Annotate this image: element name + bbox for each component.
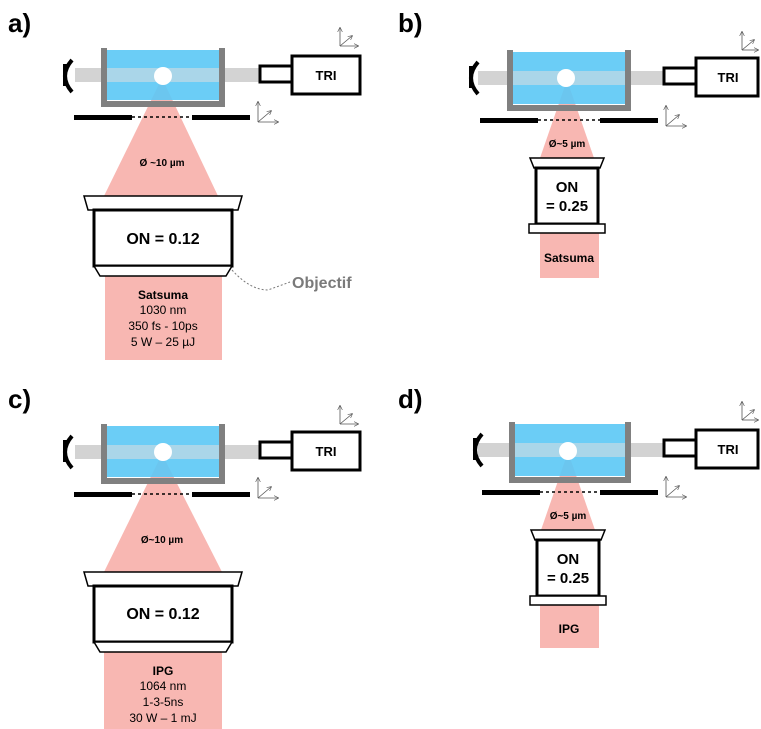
laser-name: IPG (559, 622, 580, 636)
panel-a: a) TRI Ø ~10 µm (8, 8, 362, 360)
camera-lens (662, 66, 698, 86)
stage-right (600, 490, 658, 495)
laser-name: Satsuma (544, 251, 594, 265)
camera-body (694, 56, 760, 98)
spot-size-label: Ø~5 µm (549, 139, 586, 150)
axes-icon (340, 28, 358, 46)
laser-beam (105, 274, 222, 360)
mirror-mount (63, 440, 67, 462)
objective-na-label: ON = 0.12 (126, 606, 199, 623)
panel-c: c) TRI Ø~10 µm ON = 0.12 IPG 1064 (8, 384, 362, 729)
camera-lens (258, 440, 294, 460)
mirror-mount (469, 66, 473, 88)
laser-spec-pulse: 1-3-5ns (143, 695, 184, 709)
objective-body (92, 584, 234, 644)
bubble-icon (154, 443, 172, 461)
laser-name: IPG (153, 664, 174, 678)
objective-na-label-line-1: ON (556, 179, 579, 196)
axes-icon (258, 102, 278, 122)
panel-label: b) (398, 8, 423, 38)
objective-top-flange (83, 571, 243, 587)
panel-label: c) (8, 384, 31, 414)
mirror-mount (473, 438, 477, 460)
water-tank (101, 424, 225, 484)
laser-spec-power: 5 W – 25 µJ (131, 335, 195, 349)
stage-left (480, 118, 538, 123)
objective-top-flange (528, 157, 606, 169)
spot-size-label: Ø~5 µm (550, 511, 587, 522)
water-tank (101, 48, 225, 107)
camera-lens (258, 64, 294, 84)
stage-right (600, 118, 658, 123)
laser-beam (104, 650, 222, 729)
objective-bottom-flange (528, 223, 606, 234)
objective-na-label-line-2: = 0.25 (547, 570, 589, 587)
mirror-mount (63, 64, 67, 86)
objective-bottom-flange (529, 595, 607, 606)
water-tank (507, 50, 631, 111)
objective-body (534, 166, 600, 226)
laser-spec-wavelength: 1064 nm (140, 679, 187, 693)
objective-body (535, 538, 601, 598)
camera-label: TRI (718, 70, 739, 85)
bubble-icon (557, 69, 575, 87)
stage-left (74, 115, 132, 120)
camera-lens (662, 438, 698, 458)
objective-top-flange (529, 529, 607, 541)
stage-right (192, 492, 250, 497)
objective-callout-line (231, 269, 291, 291)
axes-icon (258, 478, 278, 498)
focused-laser-cone (541, 452, 595, 530)
axes-icon (340, 406, 358, 424)
bubble-icon (154, 67, 172, 85)
camera-body (290, 430, 362, 472)
laser-name: Satsuma (138, 288, 188, 302)
objective-na-label-line-2: = 0.25 (546, 198, 588, 215)
camera-body (694, 428, 760, 470)
axes-icon (666, 477, 686, 497)
camera-label: TRI (316, 68, 337, 83)
stage-right (192, 115, 250, 120)
axes-icon (742, 32, 758, 50)
panel-d: d) TRI Ø~5 µm ON = 0.25 IPG (398, 384, 760, 648)
objective-na-label-line-1: ON (557, 551, 580, 568)
focused-laser-cone (104, 78, 218, 196)
objective-top-flange (83, 195, 243, 211)
spot-size-label: Ø~10 µm (141, 535, 183, 546)
stage-left (74, 492, 132, 497)
camera-body (290, 54, 362, 96)
laser-spec-wavelength: 1030 nm (140, 303, 187, 317)
axes-icon (742, 402, 758, 420)
bubble-icon (559, 442, 577, 460)
panel-b: b) TRI Ø~5 µm ON = 0.25 Satsuma (398, 8, 760, 278)
focused-laser-cone (540, 80, 594, 158)
spot-size-label: Ø ~10 µm (140, 158, 185, 169)
objective-callout-label: Objectif (292, 275, 352, 292)
objective-bottom-flange (92, 641, 234, 653)
panel-label: d) (398, 384, 423, 414)
laser-spec-power: 30 W – 1 mJ (129, 711, 196, 725)
axes-icon (666, 106, 686, 126)
objective-na-label: ON = 0.12 (126, 231, 199, 248)
panel-label: a) (8, 8, 31, 38)
objective-bottom-flange (92, 265, 234, 277)
water-tank (509, 422, 631, 483)
laser-beam (540, 232, 599, 278)
camera-label: TRI (718, 442, 739, 457)
focused-laser-cone (104, 454, 222, 572)
camera-label: TRI (316, 444, 337, 459)
laser-spec-pulse: 350 fs - 10ps (128, 319, 197, 333)
laser-beam (540, 605, 599, 648)
objective-body (92, 208, 234, 268)
stage-left (482, 490, 540, 495)
